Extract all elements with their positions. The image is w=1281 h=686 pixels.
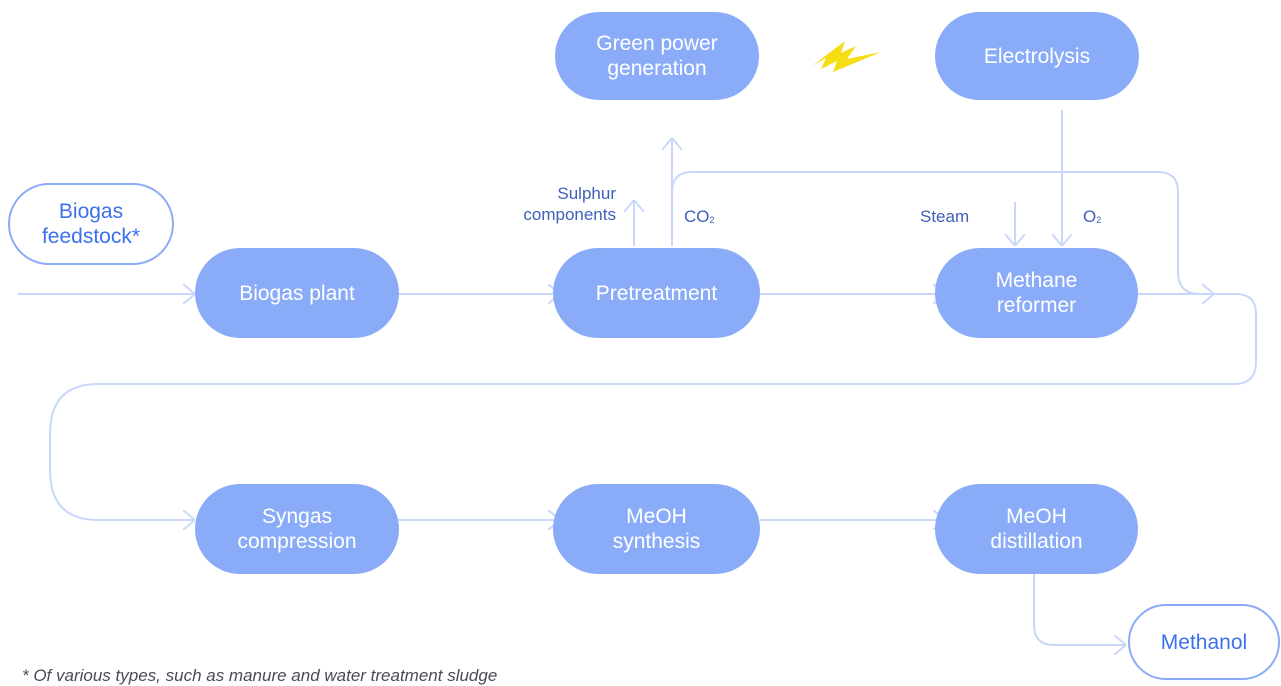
feedstock-footnote: * Of various types, such as manure and w…: [22, 666, 498, 685]
green-power-generation-node: Green power generation: [555, 12, 759, 100]
methanol-node: Methanol: [1128, 604, 1280, 680]
meoh-distillation-node: MeOH distillation: [935, 484, 1138, 574]
pretreatment-node: Pretreatment: [553, 248, 760, 338]
steam-label: Steam: [920, 207, 970, 226]
methane-reformer-node: Methane reformer: [935, 248, 1138, 338]
co2-label: CO2: [684, 207, 715, 226]
biogas-feedstock-node: Biogas feedstock*: [8, 183, 174, 265]
electrolysis-node: Electrolysis: [935, 12, 1139, 100]
lightning-bolt-icon: [812, 41, 881, 72]
syngas-compression-node: Syngas compression: [195, 484, 399, 574]
biogas-plant-node: Biogas plant: [195, 248, 399, 338]
distillation-to-methanol-arrow: [1033, 568, 1126, 645]
o2-label: O2: [1083, 207, 1102, 226]
meoh-synthesis-node: MeOH synthesis: [553, 484, 760, 574]
sulphur-components-label: Sulphur components: [523, 184, 616, 224]
co2-bypass-loop: [671, 171, 1214, 295]
return-loop: [49, 293, 1257, 520]
